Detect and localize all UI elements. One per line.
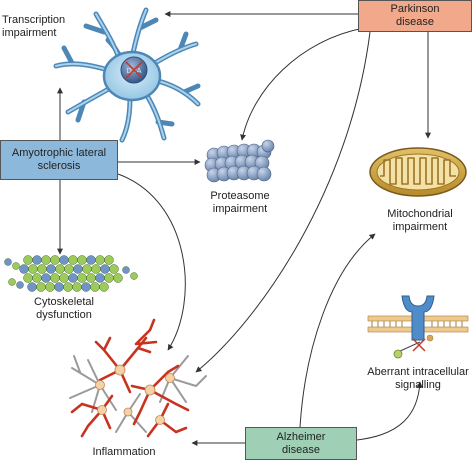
mitochondrial-line1: Mitochondrial [387, 208, 453, 220]
transcription-line1: Transcription [2, 14, 66, 26]
proteasome-line2: impairment [212, 203, 268, 215]
proteasome-impairment-label: Proteasome impairment [205, 190, 275, 216]
cytoskeletal-line1: Cytoskeletal [34, 296, 94, 308]
nucleus-dna-text: DNA [127, 68, 142, 75]
cytoskeletal-line2: dysfunction [36, 309, 92, 321]
proteasome-line1: Proteasome [210, 190, 270, 202]
als-line2: sclerosis [37, 160, 81, 172]
arrow-pd-inflammation [195, 31, 371, 373]
signalling-line2: signalling [395, 379, 441, 391]
membrane-receptor-icon [367, 295, 469, 359]
proteasome-icon [204, 139, 275, 183]
neuron-icon: DNA [53, 7, 201, 143]
mitochondrion-icon [369, 147, 467, 197]
cytoskeletal-dysfunction-label: Cytoskeletal dysfunction [22, 296, 106, 322]
parkinson-line2: disease [396, 16, 434, 28]
inflammation-label: Inflammation [84, 446, 164, 459]
mitochondrial-impairment-label: Mitochondrial impairment [378, 208, 462, 234]
arrow-pd-proteasome [240, 27, 365, 141]
transcription-impairment-label: Transcription impairment [2, 14, 65, 40]
transcription-line2: impairment [2, 27, 57, 39]
arrow-ad-signalling [356, 381, 423, 441]
arrows [57, 11, 431, 446]
arrow-ad-mitochondrial [299, 233, 376, 428]
inflammation-line1: Inflammation [92, 446, 156, 458]
als-line1: Amyotrophic lateral [11, 147, 107, 159]
mitochondrial-line2: impairment [392, 221, 448, 233]
alzheimer-line2: disease [282, 443, 320, 456]
signalling-line1: Aberrant intracellular [367, 366, 469, 378]
parkinson-line1: Parkinson [390, 3, 440, 15]
cytoskeleton-icon [4, 255, 138, 292]
arrow-als-inflammation [117, 173, 186, 351]
alzheimer-line1: Alzheimer [276, 430, 326, 443]
aberrant-signalling-label: Aberrant intracellular signalling [362, 366, 474, 392]
glial-cells-icon [69, 318, 207, 438]
